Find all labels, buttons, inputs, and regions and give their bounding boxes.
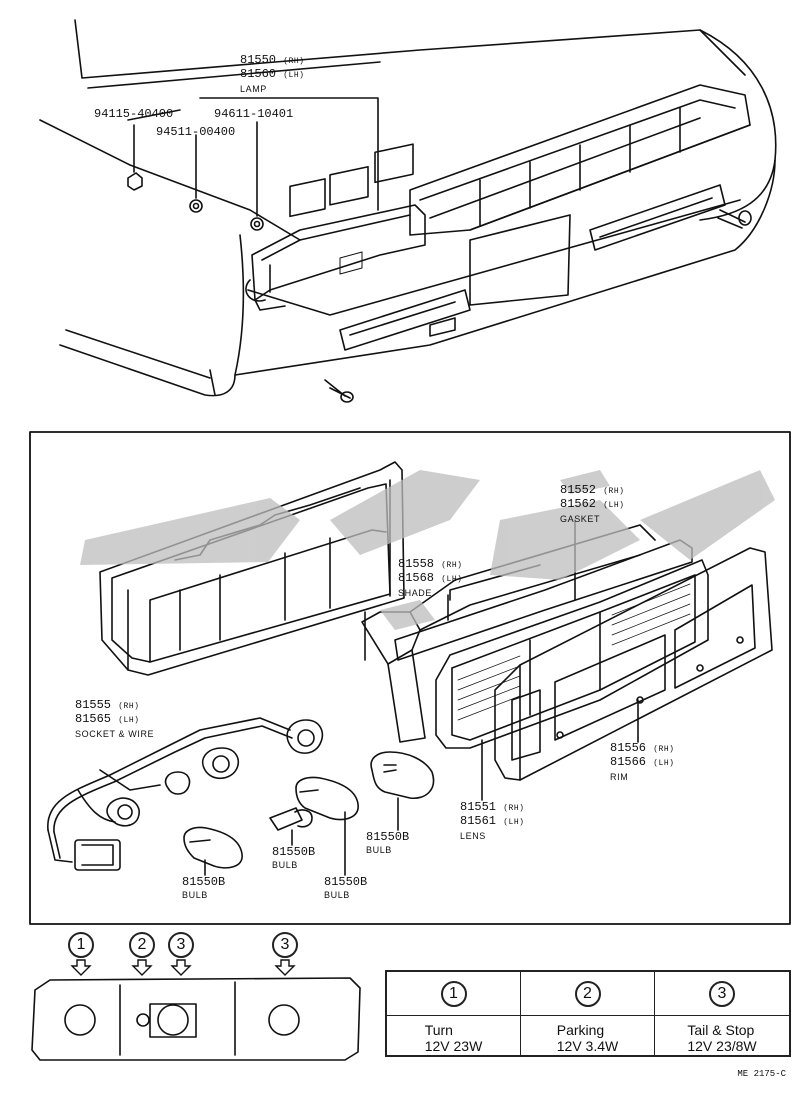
legend-name-parking: Parking — [556, 1021, 605, 1038]
lamp-caption: LAMP — [240, 84, 267, 94]
gasket-side-lh: (LH) — [603, 501, 625, 510]
marker-1: 1 — [68, 932, 94, 958]
rim-caption: RIM — [610, 772, 629, 782]
legend-num-3: 3 — [709, 980, 735, 1007]
bulb-b-pn: 81550B — [272, 845, 316, 859]
bulb-a-pn: 81550B — [366, 830, 410, 844]
socket-side-rh: (RH) — [118, 702, 140, 711]
gasket-pn-rh: 81552 — [560, 483, 597, 497]
gasket-caption: GASKET — [560, 514, 601, 524]
vehicle-rear-illustration — [39, 19, 777, 403]
bulb-a-caption: BULB — [366, 845, 392, 855]
watermark-logo — [80, 470, 775, 630]
shade-side-rh: (RH) — [441, 561, 463, 570]
bulb-d-caption: BULB — [324, 890, 350, 900]
bulb-callout-d: 81550B BULB — [324, 876, 367, 901]
lens-pn-lh: 81561 — [460, 814, 497, 828]
lamp-side-lh: (LH) — [283, 71, 305, 80]
bulb-d-pn: 81550B — [324, 875, 368, 889]
lens-callout: 81551 (RH) 81561 (LH) LENS — [460, 801, 524, 842]
gasket-pn-lh: 81562 — [560, 497, 597, 511]
bulb-callout-c: 81550B BULB — [182, 876, 225, 901]
bulb-c-pn: 81550B — [182, 875, 226, 889]
legend-name-tail-stop: Tail & Stop — [687, 1021, 755, 1038]
legend-spec-tail-stop: 12V 23/8W — [687, 1037, 757, 1054]
legend-head-2: 2 — [521, 972, 655, 1016]
shade-pn-lh: 81568 — [398, 571, 435, 585]
rim-side-rh: (RH) — [653, 745, 675, 754]
socket-pn-lh: 81565 — [75, 712, 112, 726]
shade-pn-rh: 81558 — [398, 557, 435, 571]
lens-pn-rh: 81551 — [460, 800, 497, 814]
lamp-pn-rh: 81550 — [240, 53, 277, 67]
shade-caption: SHADE — [398, 588, 433, 598]
lamp-side-rh: (RH) — [283, 57, 305, 66]
lens-side-rh: (RH) — [503, 804, 525, 813]
socket-caption: SOCKET & WIRE — [75, 729, 155, 739]
bulb-c-caption: BULB — [182, 890, 208, 900]
legend-head-3: 3 — [655, 972, 789, 1016]
legend-spec-turn: 12V 23W — [424, 1037, 483, 1054]
gasket-side-rh: (RH) — [603, 487, 625, 496]
drawing-code: ME 2175-C — [737, 1069, 786, 1079]
socket-pn-rh: 81555 — [75, 698, 112, 712]
rim-pn-rh: 81556 — [610, 741, 647, 755]
socket-callout: 81555 (RH) 81565 (LH) SOCKET & WIRE — [75, 699, 154, 740]
marker-3b: 3 — [272, 932, 298, 958]
nut-label-1: 94511-00400 — [156, 125, 236, 139]
bulb-b-caption: BULB — [272, 860, 298, 870]
lamp-callout: 81550 (RH) 81560 (LH) LAMP — [240, 54, 304, 95]
rim-callout: 81556 (RH) 81566 (LH) RIM — [610, 742, 674, 783]
legend-name-turn: Turn — [424, 1021, 453, 1038]
socket-side-lh: (LH) — [118, 716, 140, 725]
legend-num-1: 1 — [440, 980, 467, 1007]
marker-arrows — [70, 959, 296, 976]
legend-num-2: 2 — [574, 980, 601, 1007]
shade-side-lh: (LH) — [441, 575, 463, 584]
shade-callout: 81558 (RH) 81568 (LH) SHADE — [398, 558, 462, 599]
marker-3: 3 — [168, 932, 194, 958]
bulb-callout-b: 81550B BULB — [272, 846, 315, 871]
rim-side-lh: (LH) — [653, 759, 675, 768]
legend-spec-parking: 12V 3.4W — [556, 1037, 619, 1054]
rim-pn-lh: 81566 — [610, 755, 647, 769]
lens-caption: LENS — [460, 831, 486, 841]
nut-label-2: 94611-10401 — [214, 107, 294, 121]
bulb-layout-panel — [31, 977, 361, 1061]
legend-head-1: 1 — [387, 972, 521, 1016]
lens-side-lh: (LH) — [503, 818, 525, 827]
lamp-pn-lh: 81560 — [240, 67, 277, 81]
gasket-callout: 81552 (RH) 81562 (LH) GASKET — [560, 484, 624, 525]
bulb-callout-a: 81550B BULB — [366, 831, 409, 856]
marker-2: 2 — [129, 932, 155, 958]
screw-label: 94115-40400 — [94, 107, 174, 121]
